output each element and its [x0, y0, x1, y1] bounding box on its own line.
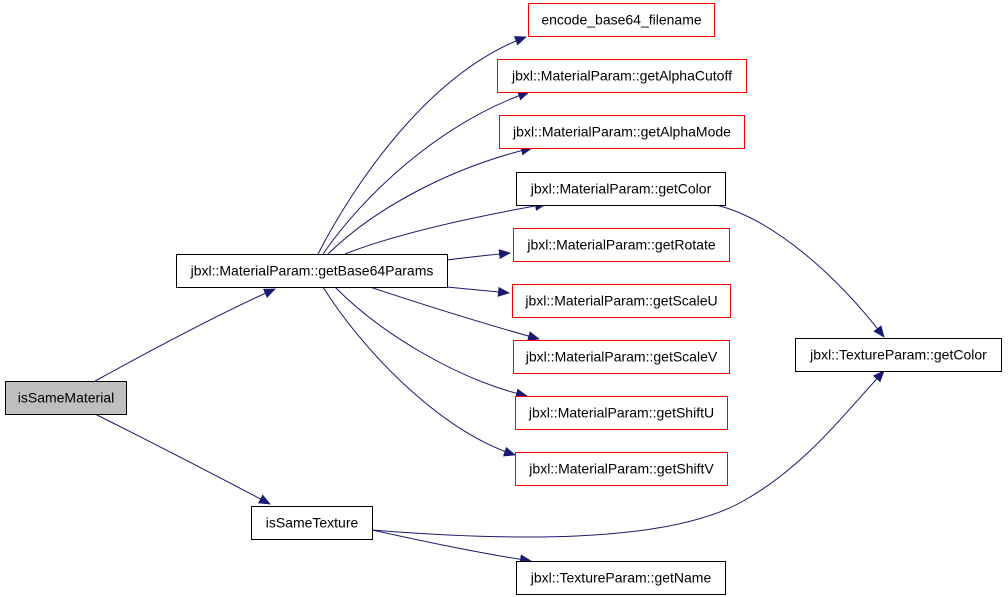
node-label: jbxl::MaterialParam::getAlphaMode [512, 124, 731, 140]
node-label: jbxl::MaterialParam::getAlphaCutoff [511, 68, 732, 84]
edge-getBase64Params-to-getAlphaCutoff [322, 90, 530, 255]
edge-getBase64Params-to-encode_base64_filename [317, 36, 527, 255]
node-box [795, 338, 1002, 372]
node-getScaleU[interactable]: jbxl::MaterialParam::getScaleU [512, 284, 731, 318]
node-box [515, 452, 728, 486]
node-label: jbxl::TextureParam::getColor [809, 347, 987, 363]
node-label: jbxl::MaterialParam::getColor [530, 181, 712, 197]
node-label: encode_base64_filename [541, 12, 702, 28]
node-texGetName[interactable]: jbxl::TextureParam::getName [516, 561, 726, 595]
node-box [513, 340, 730, 374]
node-label: jbxl::MaterialParam::getScaleU [524, 293, 717, 309]
node-box [516, 561, 726, 595]
edge-isSameTexture-to-texGetName [371, 529, 532, 565]
node-label: isSameTexture [266, 515, 359, 531]
node-box [497, 59, 747, 93]
node-isSameMaterial[interactable]: isSameMaterial [5, 381, 127, 415]
node-box [512, 284, 731, 318]
node-getAlphaCutoff[interactable]: jbxl::MaterialParam::getAlphaCutoff [497, 59, 747, 93]
node-getRotate[interactable]: jbxl::MaterialParam::getRotate [513, 228, 730, 262]
node-label: jbxl::MaterialParam::getShiftU [528, 405, 714, 421]
node-label: isSameMaterial [18, 390, 114, 406]
node-box [515, 396, 728, 430]
edge-isSameMaterial-to-isSameTexture [94, 413, 271, 505]
node-label: jbxl::MaterialParam::getRotate [526, 237, 716, 253]
edge-getBase64Params-to-getRotate [446, 249, 511, 261]
edge-getColor-to-texGetColor [715, 204, 885, 338]
edge-getBase64Params-to-getScaleV [369, 286, 540, 341]
node-getScaleV[interactable]: jbxl::MaterialParam::getScaleV [513, 340, 730, 374]
node-getShiftV[interactable]: jbxl::MaterialParam::getShiftV [515, 452, 728, 486]
node-encode_base64_filename[interactable]: encode_base64_filename [528, 3, 715, 37]
node-box [5, 381, 127, 415]
node-label: jbxl::MaterialParam::getShiftV [528, 461, 714, 477]
edge-getBase64Params-to-getShiftV [322, 286, 516, 457]
node-getShiftU[interactable]: jbxl::MaterialParam::getShiftU [515, 396, 728, 430]
node-box [176, 254, 448, 288]
edge-isSameTexture-to-texGetColor [371, 370, 885, 538]
node-box [499, 115, 745, 149]
node-getColor[interactable]: jbxl::MaterialParam::getColor [516, 172, 726, 206]
edges [94, 36, 885, 565]
edge-getBase64Params-to-getAlphaMode [327, 145, 533, 255]
node-label: jbxl::MaterialParam::getBase64Params [190, 263, 434, 279]
node-box [251, 506, 373, 540]
node-box [513, 228, 730, 262]
node-box [516, 172, 726, 206]
node-texGetColor[interactable]: jbxl::TextureParam::getColor [795, 338, 1002, 372]
node-isSameTexture[interactable]: isSameTexture [251, 506, 373, 540]
node-label: jbxl::TextureParam::getName [530, 570, 712, 586]
nodes: isSameMaterial jbxl::MaterialParam::getBa… [5, 3, 1002, 595]
node-getBase64Params[interactable]: jbxl::MaterialParam::getBase64Params [176, 254, 448, 288]
edge-isSameMaterial-to-getBase64Params [94, 288, 276, 382]
edge-getBase64Params-to-getShiftU [334, 286, 528, 399]
edge-getBase64Params-to-getScaleU [446, 286, 510, 297]
node-getAlphaMode[interactable]: jbxl::MaterialParam::getAlphaMode [499, 115, 745, 149]
node-box [528, 3, 715, 37]
node-label: jbxl::MaterialParam::getScaleV [525, 349, 718, 365]
edge-getBase64Params-to-getColor [344, 200, 547, 255]
